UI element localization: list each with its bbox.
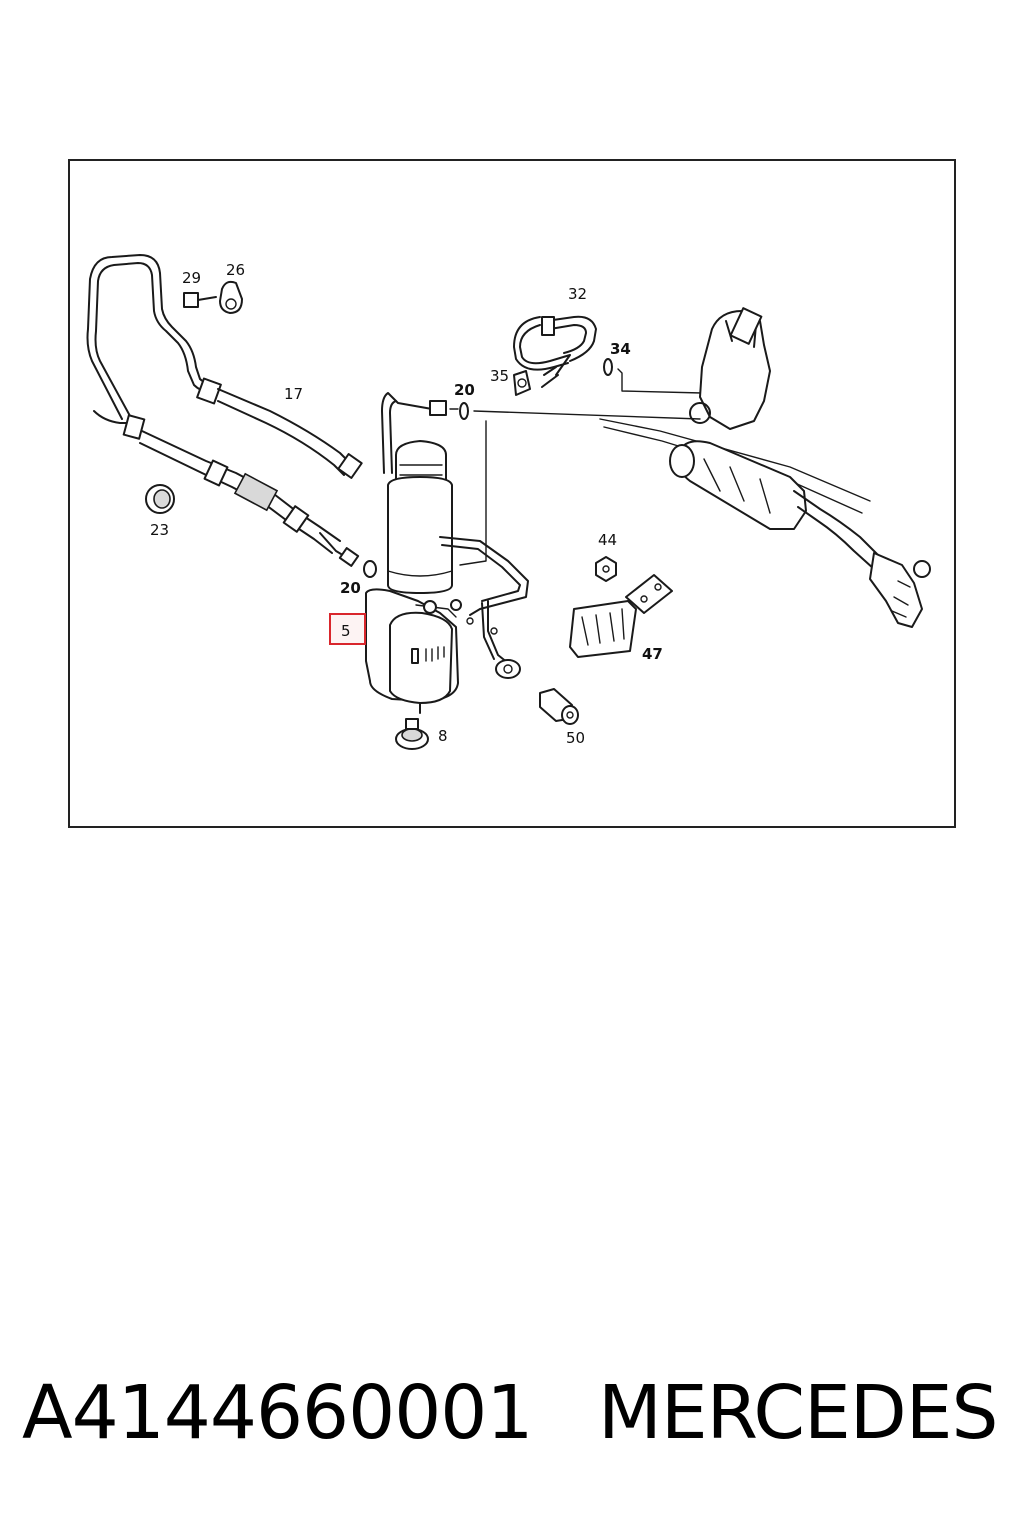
callout-29[interactable]: 29 xyxy=(182,269,201,287)
callout-50[interactable]: 50 xyxy=(566,729,585,747)
callout-44[interactable]: 44 xyxy=(598,531,617,549)
leader-line xyxy=(459,420,487,566)
leader-line xyxy=(473,410,701,420)
callout-35[interactable]: 35 xyxy=(490,367,509,385)
callout-17[interactable]: 17 xyxy=(284,385,303,403)
return-hose-32[interactable] xyxy=(513,315,597,388)
callout-26[interactable]: 26 xyxy=(226,261,245,279)
footer: A4144660001 MERCEDES xyxy=(0,1370,1024,1470)
nut-44[interactable] xyxy=(595,556,617,582)
callout-5-highlight[interactable] xyxy=(329,613,366,645)
parts-diagram-frame: 29 26 32 34 17 35 20 23 44 20 5 47 8 50 xyxy=(68,159,956,828)
rubber-mount-8[interactable] xyxy=(395,718,429,750)
callout-20-lower[interactable]: 20 xyxy=(340,579,361,597)
clamp-26[interactable] xyxy=(219,280,243,314)
parts-diagram: 29 26 32 34 17 35 20 23 44 20 5 47 8 50 xyxy=(86,254,931,750)
part-number: A4144660001 xyxy=(22,1370,533,1456)
callout-5[interactable]: 5 xyxy=(341,622,351,640)
sensor-50[interactable] xyxy=(539,688,579,725)
steering-gear[interactable] xyxy=(599,307,931,628)
rubber-mount-23[interactable] xyxy=(145,484,175,514)
callout-8[interactable]: 8 xyxy=(438,727,448,745)
seal-ring-20-lower[interactable] xyxy=(363,560,377,578)
bolt-29[interactable] xyxy=(183,292,217,308)
return-hose[interactable] xyxy=(93,410,360,567)
callout-47[interactable]: 47 xyxy=(642,645,663,663)
pressure-line[interactable] xyxy=(381,392,459,474)
callout-23[interactable]: 23 xyxy=(150,521,169,539)
seal-ring-20-upper[interactable] xyxy=(459,402,469,420)
callout-34[interactable]: 34 xyxy=(610,340,631,358)
callout-20-upper[interactable]: 20 xyxy=(454,381,475,399)
callout-32[interactable]: 32 xyxy=(568,285,587,303)
leader-line xyxy=(617,368,703,394)
power-steering-pump[interactable] xyxy=(365,440,462,714)
clip-35[interactable] xyxy=(513,370,531,396)
seal-ring-34[interactable] xyxy=(603,358,613,376)
pump-wiring[interactable] xyxy=(439,536,529,679)
relay-holder-47[interactable] xyxy=(569,574,673,658)
pressure-hose-17[interactable] xyxy=(86,254,363,479)
brand-name: MERCEDES xyxy=(598,1370,998,1456)
